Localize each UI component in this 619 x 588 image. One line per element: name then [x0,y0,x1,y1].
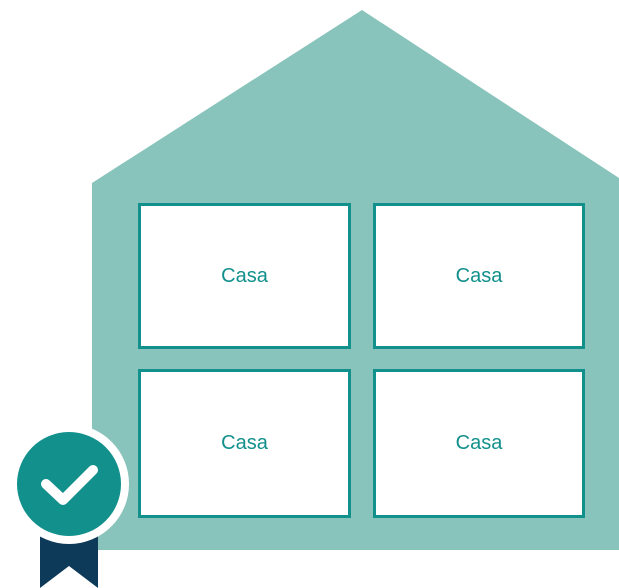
room-bottom-right: Casa [373,369,585,518]
room-label: Casa [221,264,268,287]
certification-badge [9,424,129,588]
room-top-right: Casa [373,203,585,349]
badge-circle [17,432,121,536]
room-label: Casa [455,264,503,287]
room-bottom-left: Casa [138,369,351,518]
checkmark-icon [41,465,98,505]
room-top-left: Casa [138,203,351,349]
room-label: Casa [455,432,503,454]
room-label: Casa [221,432,268,454]
